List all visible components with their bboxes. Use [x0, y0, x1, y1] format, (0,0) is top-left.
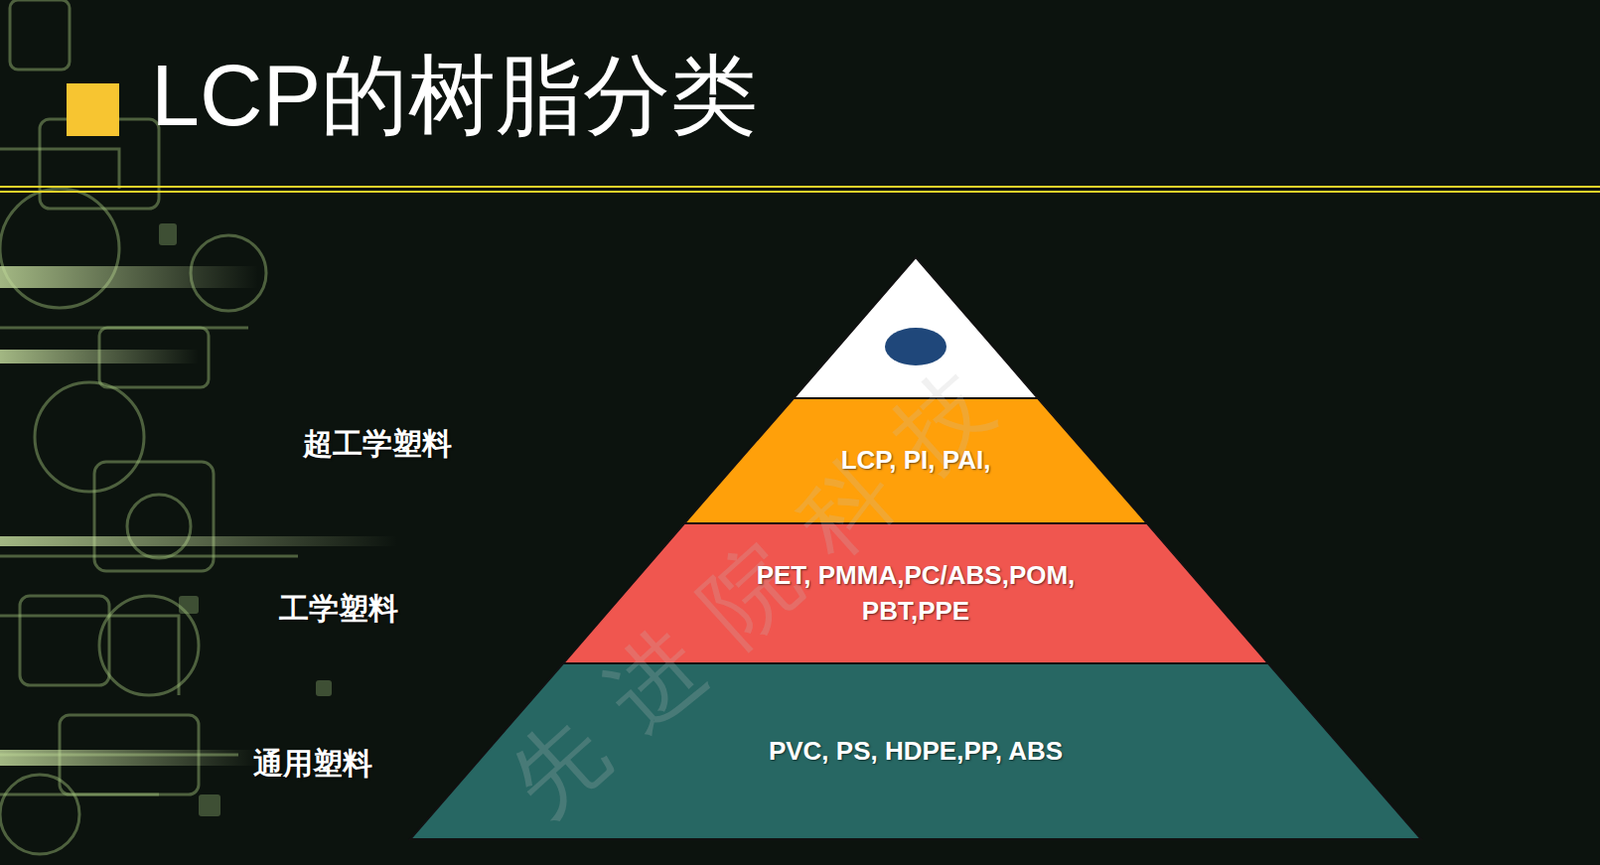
category-label: 超工学塑料 [302, 424, 452, 465]
resin-list: PET, PMMA,PC/ABS,POM, PBT,PPE [707, 558, 1125, 628]
pyramid-band: 超工学塑料LCP, PI, PAI, [684, 398, 1148, 524]
title-rule [0, 185, 1600, 188]
category-label: 通用塑料 [253, 743, 373, 785]
slide-title: LCP的树脂分类 [150, 51, 758, 140]
apex-dot [884, 327, 947, 366]
band-fill [684, 398, 1148, 524]
resin-list: PVC, PS, HDPE,PP, ABS [768, 733, 1063, 769]
band-fill [410, 663, 1422, 840]
pyramid-apex [793, 257, 1038, 399]
title-bullet [66, 83, 120, 137]
band-fill [563, 523, 1269, 664]
category-label: 工学塑料 [279, 588, 399, 630]
pyramid-band: 通用塑料PVC, PS, HDPE,PP, ABS [410, 663, 1422, 840]
resin-list: LCP, PI, PAI, [841, 442, 992, 478]
title-rule [0, 190, 1600, 193]
pyramid-band: 工学塑料PET, PMMA,PC/ABS,POM, PBT,PPE [563, 523, 1269, 664]
band-shape [563, 523, 1269, 664]
